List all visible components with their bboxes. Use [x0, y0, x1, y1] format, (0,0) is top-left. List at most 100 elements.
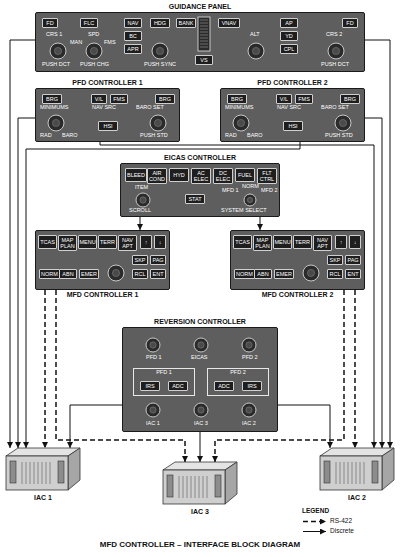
discrete-connector: [100, 142, 374, 448]
control-knob: [136, 193, 150, 207]
panel-title: GUIDANCE PANEL: [169, 3, 231, 10]
panel-button: ENT: [345, 269, 361, 279]
unit-top: [6, 448, 80, 456]
panel-label: PUSH DCT: [42, 62, 70, 68]
button-label: HSI: [285, 123, 302, 129]
panel-label: IAC 1: [146, 421, 160, 427]
panel-label: PUSH DCT: [321, 62, 349, 68]
legend-line: [303, 521, 326, 523]
wheel-ridge: [200, 38, 208, 39]
knob-center: [90, 47, 97, 54]
control-knob: [248, 43, 264, 59]
control-panel: MFD CONTROLLER 1TCASMAP PLANMENUTERRNAV …: [35, 230, 170, 290]
computer-unit-drawing: [163, 462, 237, 506]
panel-button: FD: [42, 18, 58, 28]
control-knob: [146, 403, 160, 417]
rs422-connector: [354, 290, 356, 448]
button-label: YD: [282, 33, 297, 39]
unit-vent: [42, 462, 43, 484]
unit-vent: [360, 462, 361, 484]
button-label: NAV APT: [315, 237, 331, 249]
panel-button: NORM: [39, 269, 60, 279]
discrete-connector: [278, 405, 330, 448]
unit-vent: [183, 476, 184, 498]
control-knob: [194, 338, 208, 352]
control-knob: [233, 115, 249, 131]
panel-button: SKP: [132, 255, 148, 265]
button-label: SKP: [134, 257, 147, 263]
panel-button: BLEED: [125, 168, 147, 182]
legend-title: LEGEND: [302, 508, 329, 515]
panel-label: BARO: [62, 133, 78, 139]
computer-unit: IAC 1: [6, 448, 80, 506]
button-label: TERR: [295, 239, 311, 245]
panel-button: V/L: [276, 94, 292, 104]
legend-sample: [302, 527, 328, 536]
button-label: AP: [282, 20, 297, 26]
knob-center: [339, 119, 346, 126]
button-label: IRS: [142, 383, 159, 389]
panel-label: EICAS: [191, 355, 208, 361]
control-panel: PFD CONTROLLER 1BRGV/LFMSBRGHSIMINIMUMSN…: [35, 88, 180, 142]
panel-button: EMER: [79, 269, 99, 279]
panel-button: PAG: [345, 255, 361, 265]
button-label: RCL: [134, 271, 147, 277]
knob-center: [112, 269, 119, 276]
panel-label: NAV SRC: [277, 105, 301, 111]
button-label: MENU: [80, 239, 96, 245]
button-label: BRG: [229, 96, 246, 102]
wheel-ridge: [200, 44, 208, 45]
unit-front: [163, 470, 225, 504]
button-label: BRG: [44, 96, 61, 102]
panel-button: STAT: [185, 194, 205, 204]
knob-center: [150, 407, 156, 413]
knob-center: [52, 119, 59, 126]
panel-button: APR: [124, 44, 142, 54]
control-knob: [328, 43, 344, 59]
panel-button: MENU: [273, 235, 292, 249]
panel-button: NAV: [124, 18, 142, 28]
legend-row: Discrete: [302, 527, 396, 536]
panel-button: MAP PLAN: [58, 235, 77, 251]
control-knob: [50, 43, 66, 59]
panel-button: HYD: [169, 168, 189, 182]
button-label: IRS: [244, 383, 261, 389]
knob-center: [246, 342, 252, 348]
group-box: PFD 1IRSADC: [133, 368, 195, 396]
unit-vent: [22, 462, 23, 484]
unit-vent: [207, 476, 208, 498]
unit-vent: [344, 462, 345, 484]
control-knob: [242, 338, 256, 352]
panel-button: ABN: [254, 269, 272, 279]
unit-vent: [46, 462, 47, 484]
panel-label: NAV SRC: [92, 105, 116, 111]
panel-label: PFD 1: [146, 355, 162, 361]
control-panel: PFD CONTROLLER 2BRGV/LFMSBRGHSIMINIMUMSN…: [220, 88, 365, 142]
panel-button: AP: [280, 18, 298, 28]
unit-handle: [324, 461, 330, 483]
control-knob: [303, 265, 319, 281]
panel-button: BANK: [176, 18, 196, 28]
unit-vent: [364, 462, 365, 484]
panel-label: BARO: [247, 133, 263, 139]
button-label: FUEL: [237, 172, 254, 178]
button-label: AIR COND: [149, 170, 166, 182]
panel-button: PAG: [150, 255, 166, 265]
button-label: FMS: [112, 96, 127, 102]
knob-center: [332, 47, 339, 54]
panel-label: BARO SET: [321, 105, 349, 111]
unit-vent: [179, 476, 180, 498]
button-label: FD: [44, 20, 57, 26]
button-label: V/L: [93, 96, 106, 102]
knob-center: [198, 342, 204, 348]
panel-label: PUSH CHG: [80, 62, 109, 68]
discrete-connector: [260, 217, 261, 230]
button-label: ↓: [351, 239, 360, 245]
button-label: MAP PLAN: [255, 237, 271, 249]
panel-button: IRS: [242, 381, 262, 391]
knob-center: [246, 407, 252, 413]
panel-label: PFD 2: [242, 355, 258, 361]
knob-center: [150, 342, 156, 348]
button-label: NORM: [236, 271, 254, 277]
panel-button: FUEL: [235, 168, 255, 182]
